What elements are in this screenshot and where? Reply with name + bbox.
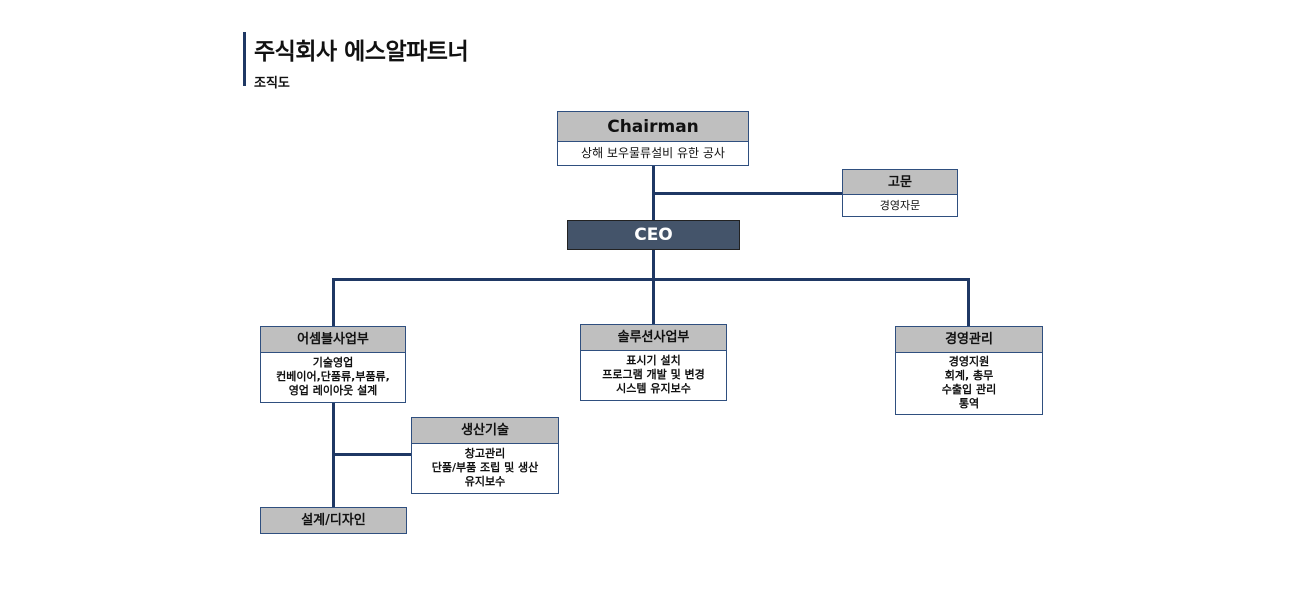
duty-line: 기술영업 [312, 356, 354, 369]
duty-line: 프로그램 개발 및 변경 [602, 368, 705, 381]
connector-ceo-down [652, 250, 655, 280]
advisor-title: 고문 [843, 170, 957, 195]
department-title: 설계/디자인 [261, 508, 406, 533]
department-title: 생산기술 [412, 418, 558, 444]
connector-production [332, 453, 412, 456]
connector-management [967, 278, 970, 326]
page-title: 주식회사 에스알파트너 [254, 39, 469, 65]
duty-line: 시스템 유지보수 [616, 382, 691, 395]
chairman-box[interactable]: Chairman 상해 보우물류설비 유한 공사 [557, 111, 749, 166]
advisor-description: 경영자문 [879, 199, 921, 212]
department-box-solution[interactable]: 솔루션사업부 표시기 설치 프로그램 개발 및 변경 시스템 유지보수 [580, 324, 727, 401]
duty-line: 통역 [958, 397, 980, 410]
advisor-box[interactable]: 고문 경영자문 [842, 169, 958, 217]
department-duties: 표시기 설치 프로그램 개발 및 변경 시스템 유지보수 [581, 351, 726, 396]
department-title: 솔루션사업부 [581, 325, 726, 351]
department-box-management[interactable]: 경영관리 경영지원 회계, 총무 수출입 관리 통역 [895, 326, 1043, 415]
chairman-description: 상해 보우물류설비 유한 공사 [581, 146, 725, 160]
department-box-production[interactable]: 생산기술 창고관리 단품/부품 조립 및 생산 유지보수 [411, 417, 559, 494]
duty-line: 창고관리 [464, 447, 506, 460]
duty-line: 수출입 관리 [941, 383, 997, 396]
department-duties: 경영지원 회계, 총무 수출입 관리 통역 [896, 353, 1042, 411]
duty-line: 컨베이어,단품류,부품류, [276, 370, 390, 383]
connector-assembly [332, 278, 335, 326]
department-duties: 기술영업 컨베이어,단품류,부품류, 영업 레이아웃 설계 [261, 353, 405, 398]
page-subtitle: 조직도 [254, 76, 290, 91]
department-duties: 창고관리 단품/부품 조립 및 생산 유지보수 [412, 444, 558, 489]
department-title: 어셈블사업부 [261, 327, 405, 353]
duty-line: 경영지원 [948, 355, 990, 368]
connector-advisor [652, 192, 842, 195]
duty-line: 회계, 총무 [944, 369, 994, 382]
connector-horizontal-departments [332, 278, 970, 281]
department-title: 경영관리 [896, 327, 1042, 353]
duty-line: 유지보수 [464, 475, 506, 488]
chairman-title: Chairman [558, 112, 748, 142]
duty-line: 영업 레이아웃 설계 [288, 384, 378, 397]
duty-line: 단품/부품 조립 및 생산 [431, 461, 539, 474]
header-accent-bar [243, 32, 246, 86]
connector-solution [652, 278, 655, 324]
department-box-design[interactable]: 설계/디자인 [260, 507, 407, 534]
ceo-box[interactable]: CEO [567, 220, 740, 250]
duty-line: 표시기 설치 [626, 354, 681, 367]
department-box-assembly[interactable]: 어셈블사업부 기술영업 컨베이어,단품류,부품류, 영업 레이아웃 설계 [260, 326, 406, 403]
